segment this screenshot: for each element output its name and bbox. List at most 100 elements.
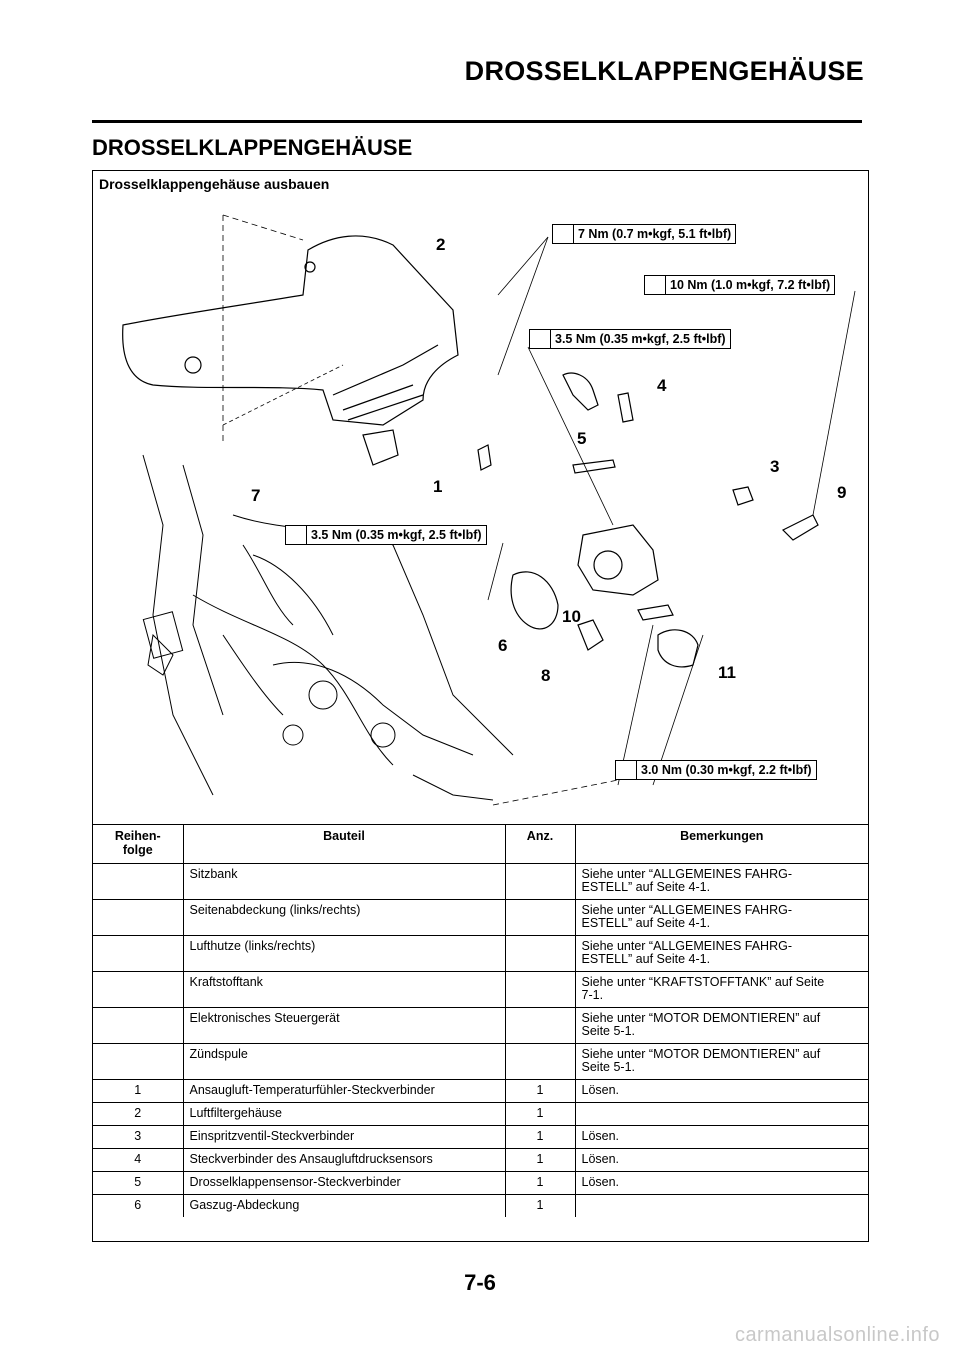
table-row: Lufthutze (links/rechts) Siehe unter “ALL…: [93, 935, 868, 972]
page-number: 7-6: [464, 1270, 496, 1295]
callout-5: 5: [577, 429, 587, 448]
section-title: DROSSELKLAPPENGEHÄUSE: [92, 135, 413, 160]
cell-qty: 1: [504, 1194, 575, 1217]
cell-part: Gaszug-Abdeckung: [182, 1194, 505, 1217]
cell-order: 5: [93, 1171, 183, 1195]
table-row: Kraftstofftank Siehe unter “KRAFTSTOFFTAN…: [93, 971, 868, 1008]
cell-qty: [504, 971, 575, 1008]
cell-remarks: [574, 1194, 868, 1217]
callout-9: 9: [837, 483, 847, 502]
table-row: Zündspule Siehe unter “MOTOR DEMONTIEREN”…: [93, 1043, 868, 1080]
cell-remarks: Siehe unter “MOTOR DEMONTIEREN” auf Seit…: [574, 1007, 868, 1044]
cell-remarks: Lösen.: [574, 1125, 868, 1149]
cell-part: Kraftstofftank: [182, 971, 505, 1008]
torque-wrench-icon: [288, 526, 307, 544]
cell-qty: [504, 899, 575, 936]
table-row: Elektronisches Steuergerät Siehe unter “M…: [93, 1007, 868, 1044]
figure-caption: Drosselklappengehäuse ausbauen: [99, 176, 330, 192]
col-remarks-header: Bemerkungen: [574, 824, 868, 864]
cell-order: [93, 1043, 183, 1080]
cell-part: Seitenabdeckung (links/rechts): [182, 899, 505, 936]
callout-2: 2: [436, 235, 446, 254]
callout-11: 11: [718, 663, 736, 682]
torque-label-3: 3.5 Nm (0.35 m•kgf, 2.5 ft•lbf): [529, 329, 731, 349]
torque-label-4: 3.5 Nm (0.35 m•kgf, 2.5 ft•lbf): [285, 525, 487, 545]
cell-order: [93, 971, 183, 1008]
torque-value: 3.0 Nm (0.30 m•kgf, 2.2 ft•lbf): [641, 763, 812, 777]
cell-order: 4: [93, 1148, 183, 1172]
cell-remarks: Siehe unter “ALLGEMEINES FAHRG- ESTELL” …: [574, 899, 868, 936]
cell-order: [93, 863, 183, 900]
cell-order: [93, 899, 183, 936]
callout-3: 3: [770, 457, 780, 476]
callout-10: 10: [562, 607, 581, 626]
cell-remarks: Lösen.: [574, 1079, 868, 1103]
torque-wrench-icon: [647, 276, 666, 294]
cell-order: [93, 1007, 183, 1044]
col-part-header: Bauteil: [182, 824, 505, 864]
cell-part: Sitzbank: [182, 863, 505, 900]
cell-part: Drosselklappensensor-Steckverbinder: [182, 1171, 505, 1195]
header-title: DROSSELKLAPPENGEHÄUSE: [464, 56, 864, 86]
watermark: carmanualsonline.info: [734, 1324, 940, 1346]
cell-qty: 1: [504, 1079, 575, 1103]
cell-qty: 1: [504, 1148, 575, 1172]
torque-value: 7 Nm (0.7 m•kgf, 5.1 ft•lbf): [578, 227, 732, 241]
cell-remarks: Siehe unter “ALLGEMEINES FAHRG- ESTELL” …: [574, 863, 868, 900]
cell-part: Steckverbinder des Ansaugluftdrucksensor…: [182, 1148, 505, 1172]
cell-remarks: Siehe unter “ALLGEMEINES FAHRG- ESTELL” …: [574, 935, 868, 972]
cell-qty: 1: [504, 1125, 575, 1149]
cell-qty: [504, 863, 575, 900]
cell-part: Einspritzventil-Steckverbinder: [182, 1125, 505, 1149]
cell-remarks: Lösen.: [574, 1148, 868, 1172]
cell-part: Ansaugluft-Temperaturfühler-Steckverbind…: [182, 1079, 505, 1103]
procedure-table: Reihen- folge Bauteil Anz. Bemerkungen S…: [93, 824, 868, 1217]
cell-remarks: [574, 1102, 868, 1126]
frame-engine-drawing: [142, 454, 514, 801]
cell-remarks: Lösen.: [574, 1171, 868, 1195]
torque-value: 10 Nm (1.0 m•kgf, 7.2 ft•lbf): [670, 278, 831, 292]
torque-wrench-icon: [555, 225, 574, 243]
table-row: Seitenabdeckung (links/rechts) Siehe unte…: [93, 899, 868, 936]
header-rule: [92, 120, 862, 123]
torque-wrench-icon: [618, 761, 637, 779]
cell-order: 3: [93, 1125, 183, 1149]
torque-value: 3.5 Nm (0.35 m•kgf, 2.5 ft•lbf): [555, 332, 726, 346]
cell-order: 1: [93, 1079, 183, 1103]
col-order-header: Reihen- folge: [93, 824, 183, 864]
torque-label-5: 3.0 Nm (0.30 m•kgf, 2.2 ft•lbf): [615, 760, 817, 780]
cell-order: [93, 935, 183, 972]
cell-order: 2: [93, 1102, 183, 1126]
callout-1: 1: [433, 477, 443, 496]
col-qty-header: Anz.: [504, 824, 575, 864]
torque-wrench-icon: [532, 330, 551, 348]
airbox-drawing: [122, 235, 459, 466]
cell-order: 6: [93, 1194, 183, 1217]
cell-qty: [504, 935, 575, 972]
cell-part: Luftfiltergehäuse: [182, 1102, 505, 1126]
cell-qty: 1: [504, 1102, 575, 1126]
torque-value: 3.5 Nm (0.35 m•kgf, 2.5 ft•lbf): [311, 528, 482, 542]
leader-lines: [222, 214, 856, 806]
cell-qty: [504, 1007, 575, 1044]
cell-remarks: Siehe unter “KRAFTSTOFFTANK” auf Seite 7…: [574, 971, 868, 1008]
procedure-frame: Drosselklappengehäuse ausbauen: [92, 170, 869, 1242]
cell-part: Lufthutze (links/rechts): [182, 935, 505, 972]
cell-remarks: Siehe unter “MOTOR DEMONTIEREN” auf Seit…: [574, 1043, 868, 1080]
torque-label-2: 10 Nm (1.0 m•kgf, 7.2 ft•lbf): [644, 275, 836, 295]
cell-part: Elektronisches Steuergerät: [182, 1007, 505, 1044]
table-header-row: Reihen- folge Bauteil Anz. Bemerkungen: [93, 824, 868, 864]
throttle-body-drawing: [477, 372, 819, 668]
callout-7: 7: [251, 486, 261, 505]
cell-part: Zündspule: [182, 1043, 505, 1080]
torque-label-1: 7 Nm (0.7 m•kgf, 5.1 ft•lbf): [552, 224, 737, 244]
cell-qty: 1: [504, 1171, 575, 1195]
callout-6: 6: [498, 636, 508, 655]
